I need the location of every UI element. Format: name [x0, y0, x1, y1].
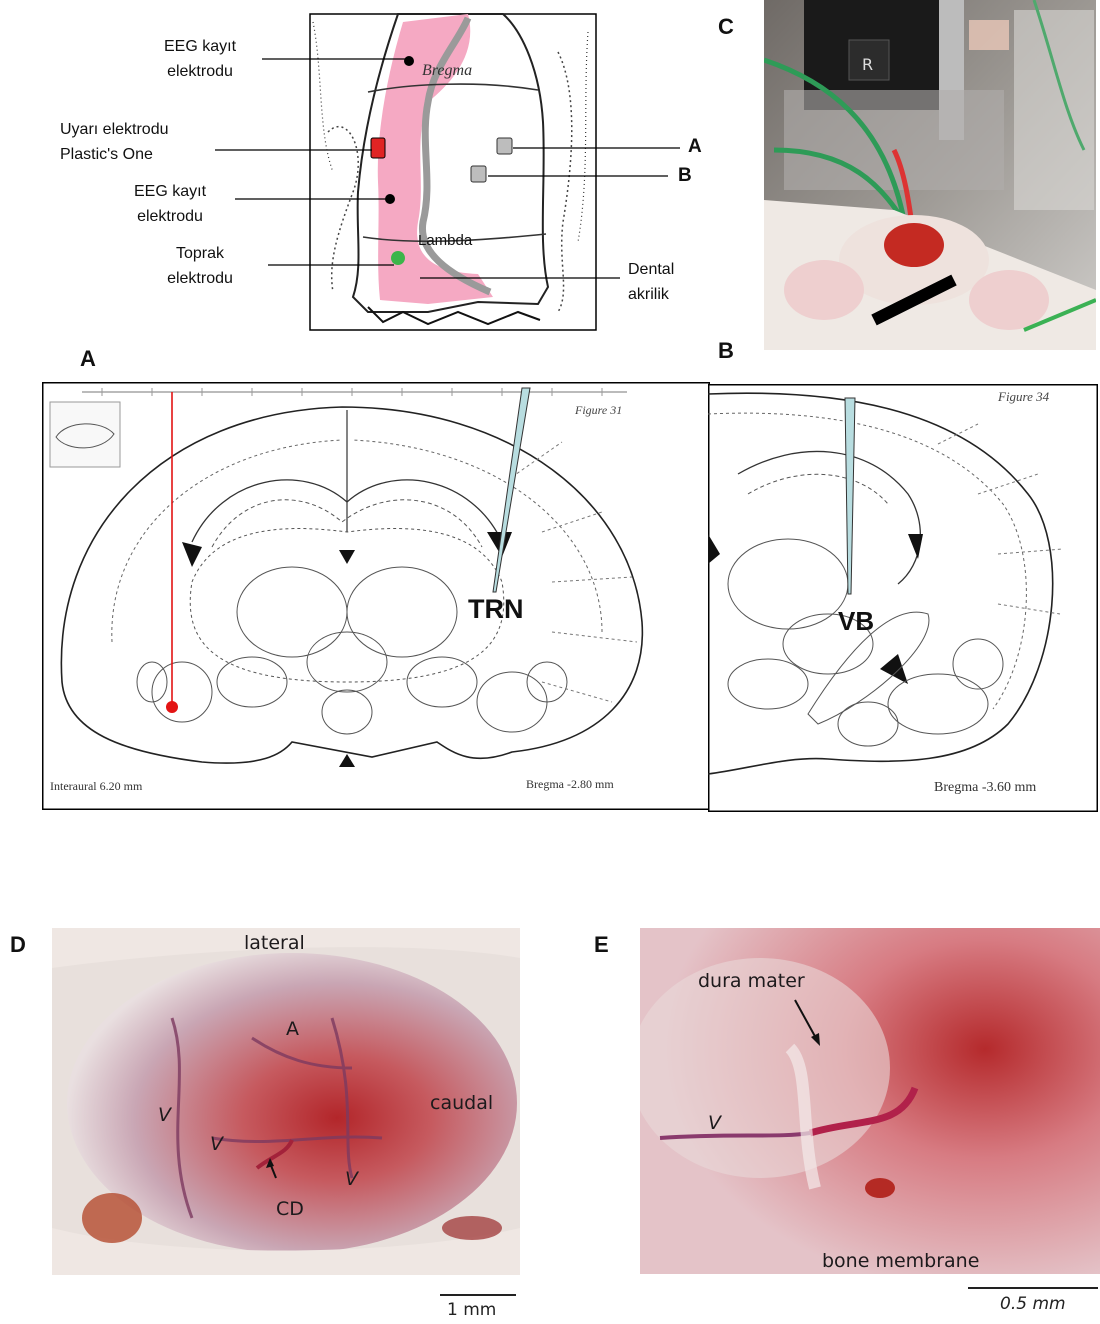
- panel-e-letter: E: [594, 932, 609, 958]
- svg-text:R: R: [862, 55, 873, 74]
- figure34-title: Figure 34: [998, 389, 1049, 405]
- scale-bar-d: [440, 1294, 516, 1296]
- atlas-section-b: [708, 384, 1098, 812]
- scale-label-e: 0.5 mm: [1000, 1294, 1066, 1314]
- interaural-label: Interaural 6.20 mm: [50, 779, 142, 794]
- panel-c-photo: R: [764, 0, 1096, 350]
- skull-leader-lines: [0, 0, 760, 340]
- trn-label: TRN: [468, 594, 524, 625]
- d-v-label-2: V: [210, 1133, 223, 1155]
- d-v-label-1: V: [158, 1104, 171, 1126]
- bregma-a-label: Bregma -2.80 mm: [526, 777, 614, 792]
- atlas-section-a: [42, 382, 710, 810]
- scale-label-d: 1 mm: [447, 1300, 496, 1320]
- vb-label: VB: [838, 606, 874, 637]
- e-v-label: V: [708, 1112, 721, 1134]
- panel-c-letter: C: [718, 14, 734, 40]
- panel-a-letter: A: [80, 346, 96, 372]
- scale-bar-e: [968, 1287, 1098, 1289]
- d-v-label-3: V: [345, 1168, 358, 1190]
- figure31-title: Figure 31: [575, 403, 622, 418]
- panel-b-letter: B: [718, 338, 734, 364]
- bregma-b-label: Bregma -3.60 mm: [934, 780, 1036, 796]
- dura-mater-label: dura mater: [698, 970, 805, 992]
- bone-membrane-label: bone membrane: [822, 1250, 979, 1272]
- caudal-label: caudal: [430, 1092, 493, 1114]
- lateral-label: lateral: [244, 932, 305, 954]
- d-a-label: A: [286, 1018, 299, 1040]
- panel-d-letter: D: [10, 932, 26, 958]
- cd-label: CD: [276, 1198, 304, 1220]
